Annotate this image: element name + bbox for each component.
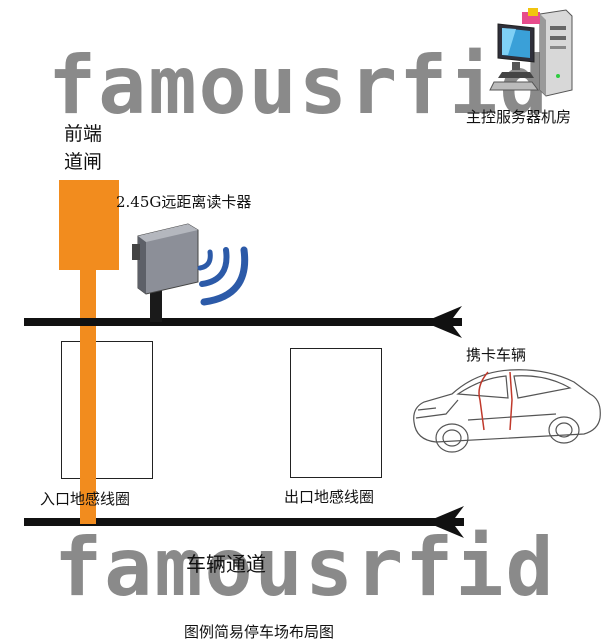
watermark-bottom: famousrfid	[54, 521, 556, 614]
barrier-gate-box	[59, 180, 119, 270]
rfid-reader-icon	[132, 223, 249, 322]
entry-loop	[61, 341, 153, 479]
arrow-left-icon	[424, 306, 462, 338]
front-gate-label-line1: 前端	[64, 123, 103, 145]
sedan-car-icon	[413, 369, 601, 453]
watermark-top: famousrfid	[48, 39, 550, 132]
arrow-left-icon	[426, 506, 464, 538]
entry-loop-label: 入口地感线圈	[40, 490, 131, 508]
server-room-label: 主控服务器机房	[466, 108, 572, 126]
upper-lane-line	[24, 318, 462, 326]
lane-label: 车辆通道	[186, 552, 266, 576]
exit-loop-label: 出口地感线圈	[284, 488, 375, 506]
front-gate-label-line2: 道闸	[64, 151, 103, 173]
lower-lane-line	[24, 518, 464, 526]
diagram-caption: 图例简易停车场布局图	[184, 623, 335, 641]
barrier-arm-front	[80, 341, 96, 524]
computer-server-icon	[489, 8, 573, 97]
exit-loop	[290, 348, 382, 478]
card-vehicle-label: 携卡车辆	[466, 346, 527, 364]
reader-label: 2.45G远距离读卡器	[116, 193, 252, 211]
front-gate-label: 前端 道闸	[64, 120, 102, 176]
